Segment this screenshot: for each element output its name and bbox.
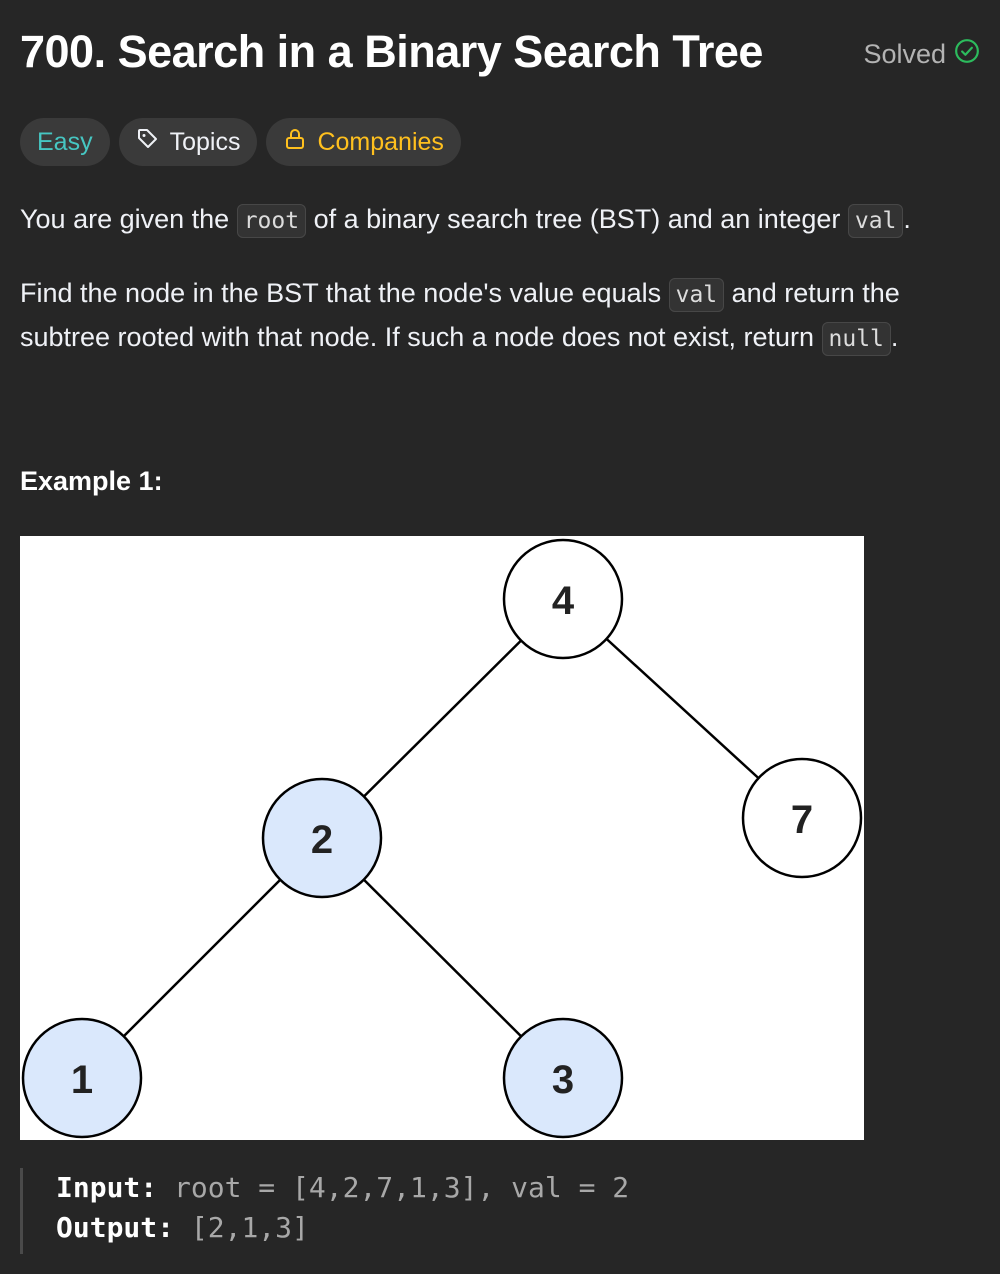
description-text: .	[890, 322, 899, 352]
description-text: and return the subtree rooted with that …	[20, 278, 900, 352]
tree-node-circle	[261, 777, 383, 899]
topics-button[interactable]: Topics	[118, 118, 258, 166]
topics-label: Topics	[169, 127, 241, 156]
input-label: Input:	[56, 1171, 158, 1204]
description-text: .	[903, 204, 911, 234]
inline-code: val	[847, 204, 904, 238]
example-output-line: Output: [2,1,3]	[56, 1208, 629, 1248]
description-text: You are given the	[20, 204, 237, 234]
difficulty-label: Easy	[37, 127, 93, 156]
tag-icon	[136, 127, 160, 158]
companies-button[interactable]: Companies	[266, 118, 461, 166]
tree-node-label: 4	[552, 579, 575, 623]
solved-status: Solved	[863, 38, 980, 71]
tree-node-4: 4	[502, 538, 624, 660]
check-circle-icon	[954, 38, 980, 71]
output-label: Output:	[56, 1211, 175, 1244]
binary-tree-diagram: 4 2 7 1 3	[21, 538, 863, 1139]
tree-edge	[122, 878, 282, 1038]
tree-node-circle	[21, 1017, 143, 1139]
description-text: Find the node in the BST that the node's…	[20, 278, 669, 308]
example-input-line: Input: root = [4,2,7,1,3], val = 2	[56, 1168, 629, 1208]
description-text: of a binary search tree (BST) and an int…	[306, 204, 848, 234]
tree-node-1: 1	[21, 1017, 143, 1139]
output-value: [2,1,3]	[190, 1211, 309, 1244]
tree-edge	[362, 878, 523, 1038]
tree-node-label: 3	[552, 1058, 574, 1102]
tree-node-circle	[502, 1017, 624, 1139]
tree-node-2: 2	[261, 777, 383, 899]
example-tree-image: 4 2 7 1 3	[20, 536, 864, 1140]
tree-edge	[605, 637, 760, 780]
description-paragraph-1: You are given the root of a binary searc…	[20, 198, 980, 242]
example-io-block: Input: root = [4,2,7,1,3], val = 2 Outpu…	[20, 1168, 629, 1254]
tree-node-label: 1	[71, 1058, 93, 1102]
tree-node-circle	[741, 757, 863, 879]
example-title: Example 1:	[20, 466, 163, 496]
solved-label: Solved	[863, 39, 946, 69]
inline-code: val	[668, 278, 725, 312]
tree-edge	[363, 639, 522, 798]
tag-row: Easy Topics Companies	[20, 118, 461, 166]
inline-code: root	[236, 204, 307, 238]
inline-code: null	[821, 322, 891, 356]
input-value: root = [4,2,7,1,3], val = 2	[174, 1171, 630, 1204]
tree-node-label: 7	[791, 798, 813, 842]
tree-node-label: 2	[311, 818, 333, 862]
lock-icon	[283, 127, 307, 158]
problem-title: 700. Search in a Binary Search Tree	[20, 26, 763, 77]
companies-label: Companies	[317, 127, 444, 156]
difficulty-badge[interactable]: Easy	[20, 118, 110, 166]
tree-node-3: 3	[502, 1017, 624, 1139]
description-paragraph-2: Find the node in the BST that the node's…	[20, 272, 980, 360]
tree-node-circle	[502, 538, 624, 660]
tree-node-7: 7	[741, 757, 863, 879]
